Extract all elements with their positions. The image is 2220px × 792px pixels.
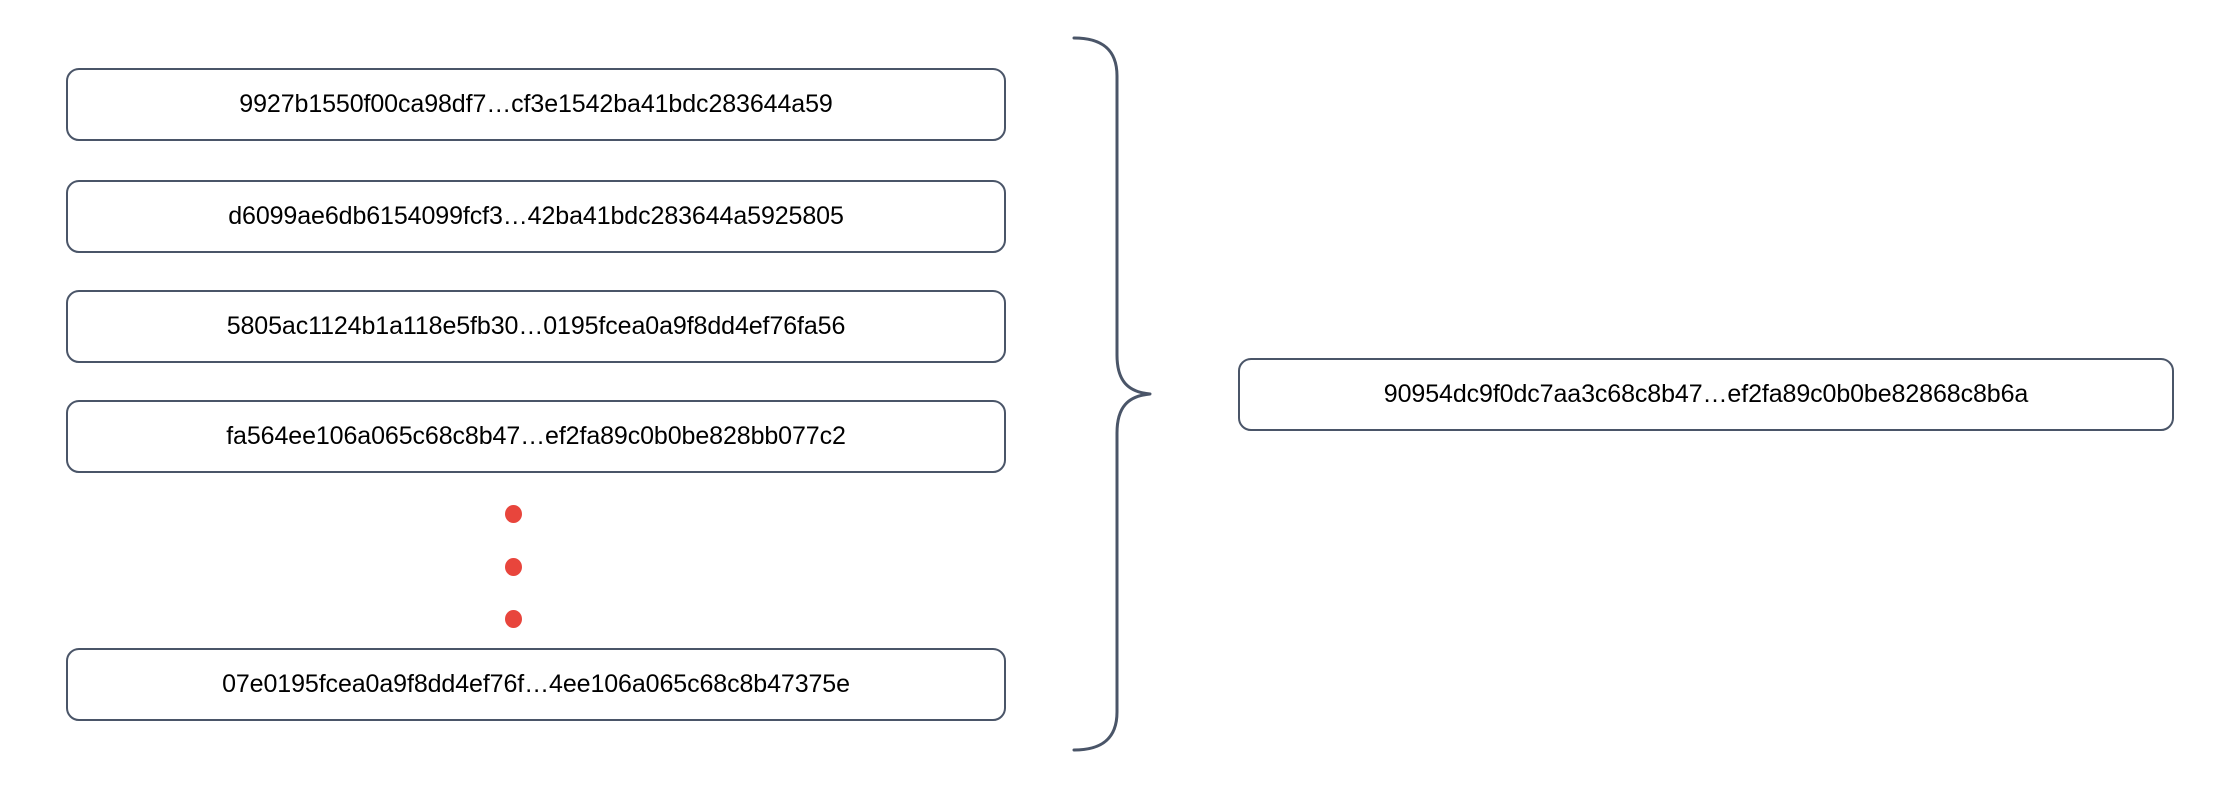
input-hash-box-3[interactable]: 5805ac1124b1a118e5fb30…0195fcea0a9f8dd4e…	[66, 290, 1006, 363]
input-hash-box-5[interactable]: 07e0195fcea0a9f8dd4ef76f…4ee106a065c68c8…	[66, 648, 1006, 721]
input-hash-box-1[interactable]: 9927b1550f00ca98df7…cf3e1542ba41bdc28364…	[66, 68, 1006, 141]
input-hash-text-5: 07e0195fcea0a9f8dd4ef76f…4ee106a065c68c8…	[222, 670, 850, 698]
input-hash-text-4: fa564ee106a065c68c8b47…ef2fa89c0b0be828b…	[226, 422, 846, 450]
ellipsis-dot-3	[505, 610, 522, 628]
output-hash-box[interactable]: 90954dc9f0dc7aa3c68c8b47…ef2fa89c0b0be82…	[1238, 358, 2174, 431]
input-hash-box-2[interactable]: d6099ae6db6154099fcf3…42ba41bdc283644a59…	[66, 180, 1006, 253]
input-hash-box-4[interactable]: fa564ee106a065c68c8b47…ef2fa89c0b0be828b…	[66, 400, 1006, 473]
input-hash-text-2: d6099ae6db6154099fcf3…42ba41bdc283644a59…	[228, 202, 844, 230]
input-hash-text-1: 9927b1550f00ca98df7…cf3e1542ba41bdc28364…	[239, 90, 833, 118]
ellipsis-dot-2	[505, 558, 522, 576]
output-hash-text: 90954dc9f0dc7aa3c68c8b47…ef2fa89c0b0be82…	[1383, 380, 2029, 408]
input-hash-text-3: 5805ac1124b1a118e5fb30…0195fcea0a9f8dd4e…	[226, 312, 846, 340]
ellipsis-dot-1	[505, 505, 522, 523]
